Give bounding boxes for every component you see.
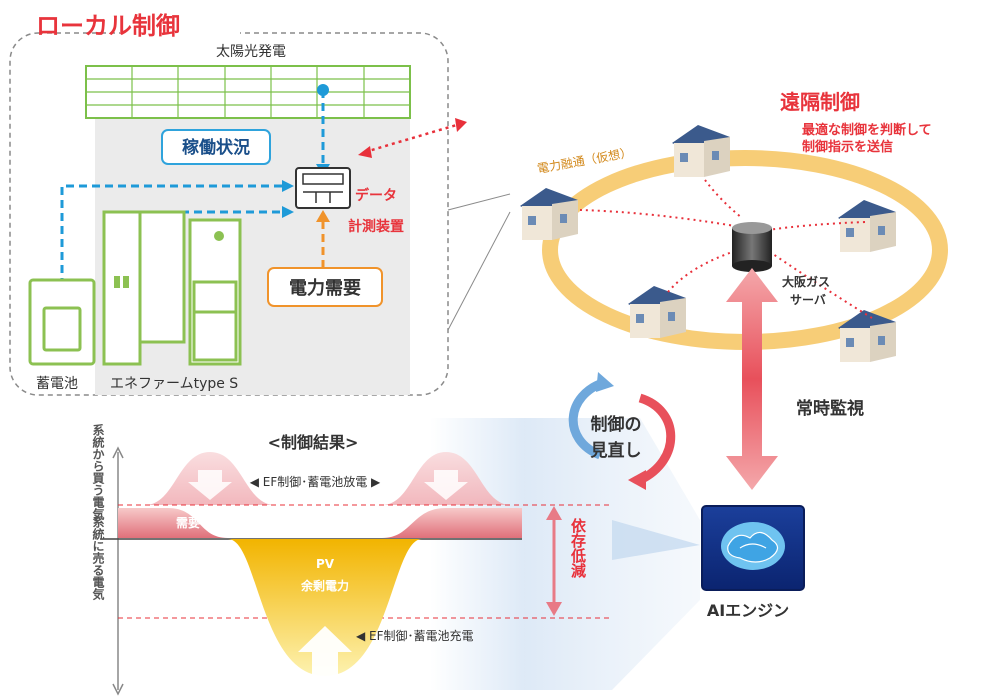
enefarm-icon — [102, 210, 242, 366]
house-icon — [628, 286, 686, 338]
review-label-line2: 見直し — [590, 440, 642, 461]
pv-label-line1: PV — [316, 557, 335, 571]
arrow-head-enefarm — [282, 206, 294, 218]
discharge-arrow-left — [188, 470, 232, 500]
result-title: <制御結果> — [268, 433, 359, 452]
ai-engine-icon — [701, 505, 805, 591]
axis-arrow-down — [112, 683, 124, 696]
callout-line-bottom — [447, 211, 511, 331]
solar-node — [317, 84, 329, 96]
enefarm-panel-b — [123, 276, 129, 288]
charge-arrow — [298, 626, 352, 690]
server-label-line1: 大阪ガス — [782, 274, 830, 289]
ai-engine-label: AIエンジン — [707, 601, 789, 620]
review-label-line1: 制御の — [591, 414, 642, 435]
charge-label: ◀ EF制御･蓄電池充電 — [356, 628, 474, 643]
ai-connector — [612, 520, 700, 560]
house-icon — [672, 125, 730, 177]
callout-line-top — [447, 193, 511, 211]
pv-label-line2: 余剰電力 — [300, 578, 349, 593]
demand-band — [118, 508, 522, 538]
server-icon — [732, 222, 772, 272]
demand-box — [267, 267, 383, 307]
control-links — [579, 179, 873, 319]
enefarm-label: エネファームtype S — [110, 376, 238, 392]
battery-icon — [28, 278, 96, 366]
demand-label: 需要 — [176, 515, 200, 530]
dependency-arrow — [546, 506, 562, 616]
houses — [520, 125, 896, 362]
result-backdrop — [430, 418, 700, 690]
monitoring-arrow — [726, 268, 778, 490]
device-label-line2: 計測装置 — [348, 218, 404, 235]
remote-desc-line2: 制御指示を送信 — [802, 139, 893, 155]
local-remote-link — [364, 122, 461, 154]
title-backdrop — [120, 8, 240, 48]
server-label-line2: サーバ — [790, 293, 826, 307]
remote-control-panel: 遠隔制御 最適な制御を判断して 制御指示を送信 電力融通（仮想） — [520, 90, 948, 362]
link-head-right — [455, 118, 467, 132]
house-icon — [520, 188, 578, 240]
dependency-label: 依存低減 — [569, 517, 587, 579]
status-box — [161, 129, 271, 165]
remote-control-title: 遠隔制御 — [780, 90, 860, 114]
status-box-label: 稼働状況 — [182, 137, 250, 158]
buy-axis-label: 系統から買う電気 — [91, 423, 105, 521]
arrow-head-demand — [316, 210, 330, 222]
sharing-label: 電力融通（仮想） — [536, 145, 633, 176]
sell-axis-label: 系統に売る電気 — [91, 515, 105, 601]
discharge-label: ◀ EF制御･蓄電池放電 ▶ — [250, 474, 381, 489]
solar-panel — [85, 65, 411, 119]
enefarm-indicator — [214, 231, 224, 241]
local-control-panel: ローカル制御 太陽光発電 稼働状況 — [9, 8, 449, 396]
demand-box-label: 電力需要 — [289, 278, 361, 299]
pv-surplus-area — [228, 539, 422, 676]
enefarm-panel-a — [114, 276, 120, 288]
house-icon — [838, 200, 896, 252]
review-cycle-icon — [568, 372, 676, 490]
local-control-title: ローカル制御 — [36, 12, 180, 40]
arrow-head-battery — [282, 180, 294, 192]
discharge-arrow-right — [424, 470, 468, 500]
solar-label: 太陽光発電 — [216, 44, 286, 60]
control-result-chart: <制御結果> 系統から買う電気 系統に売る電気 需要 PV 余剰電力 ◀ EF制… — [91, 418, 700, 696]
device-label-line1: データ — [355, 187, 397, 204]
house-icon — [838, 310, 896, 362]
link-head-left — [358, 146, 372, 158]
remote-desc-line1: 最適な制御を判断して — [802, 122, 932, 138]
axis-arrow-up — [112, 446, 124, 459]
battery-label: 蓄電池 — [36, 376, 78, 392]
monitor-label: 常時監視 — [796, 398, 864, 419]
measuring-device-icon — [295, 167, 351, 209]
